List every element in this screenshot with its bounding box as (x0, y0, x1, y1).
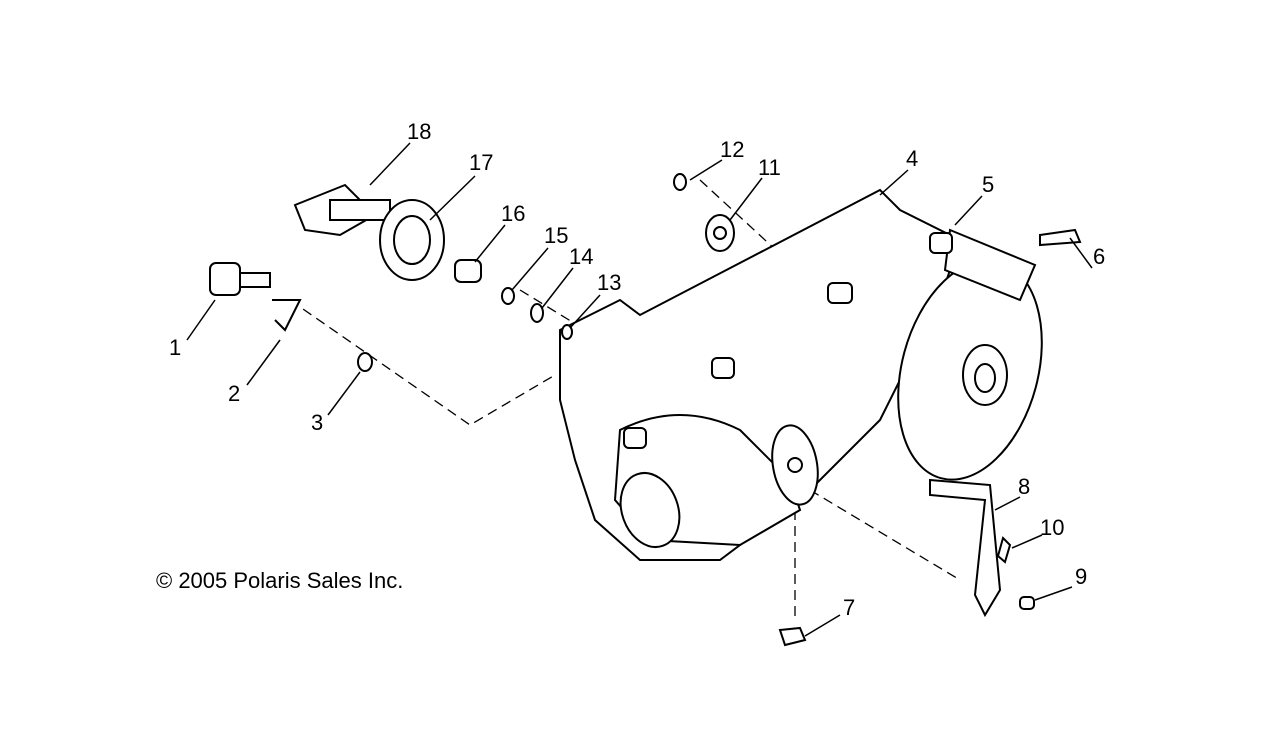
copyright-notice: © 2005 Polaris Sales Inc. (156, 568, 404, 593)
callout-labels: 1 2 3 4 5 6 7 8 9 10 11 12 13 14 15 16 1… (169, 119, 1105, 620)
small-parts (209, 173, 1082, 647)
callout-14: 14 (569, 244, 593, 269)
callout-10: 10 (1040, 515, 1064, 540)
callout-17: 17 (469, 150, 493, 175)
clip-part (272, 299, 302, 332)
clutch-cover (559, 188, 1043, 561)
callout-12: 12 (720, 137, 744, 162)
bushing-part (454, 259, 482, 283)
kick-lever-part (929, 478, 1002, 618)
callout-13: 13 (597, 270, 621, 295)
callout-4: 4 (906, 146, 918, 171)
callout-6: 6 (1093, 244, 1105, 269)
callout-2: 2 (228, 381, 240, 406)
leader-lines (186, 142, 1093, 637)
callout-18: 18 (407, 119, 431, 144)
callout-5: 5 (982, 172, 994, 197)
starter-drive-part (209, 262, 241, 296)
callout-7: 7 (843, 595, 855, 620)
callout-1: 1 (169, 335, 181, 360)
drain-bolt-part (778, 626, 807, 647)
callout-15: 15 (544, 223, 568, 248)
callout-16: 16 (501, 201, 525, 226)
callout-8: 8 (1018, 474, 1030, 499)
callout-3: 3 (311, 410, 323, 435)
washer-part (357, 352, 373, 372)
callout-9: 9 (1075, 564, 1087, 589)
callout-11: 11 (758, 155, 781, 180)
